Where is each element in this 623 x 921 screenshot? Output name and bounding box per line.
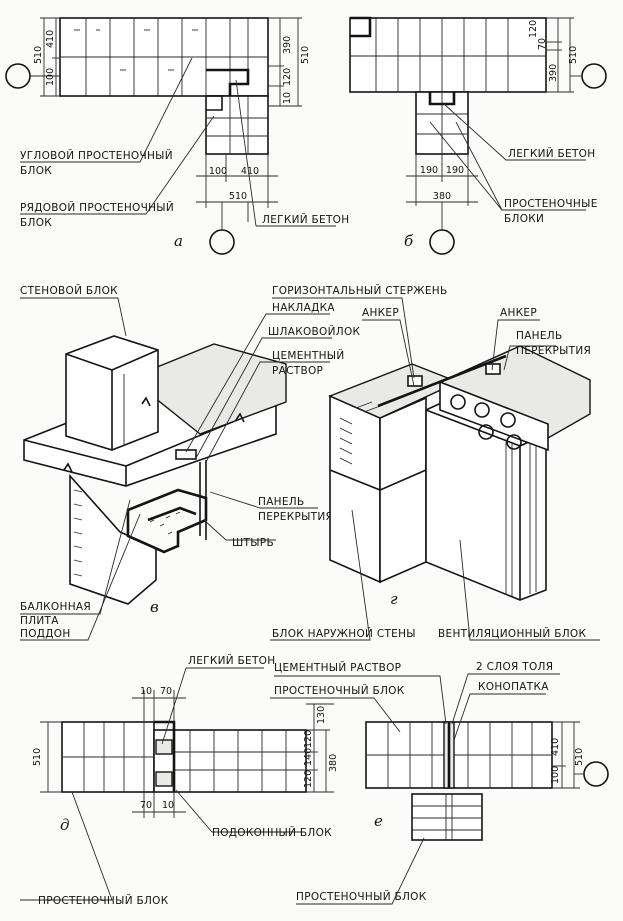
a-label-corner-block-2: БЛОК [20, 165, 52, 177]
e-label-wall-block-top: ПРОСТЕНОЧНЫЙ БЛОК [274, 684, 405, 697]
a-dim-left-410: 410 [45, 30, 56, 48]
b-wall-horizontal [349, 17, 547, 93]
v-fragment-letter: в [150, 598, 159, 616]
a-axis-bubble-bottom [209, 229, 235, 255]
g-outer-wall-block [329, 394, 381, 584]
g-label-floor-panel-1: ПАНЕЛЬ [516, 330, 563, 342]
e-dim-100: 100 [550, 766, 561, 784]
b-dim-70: 70 [537, 38, 548, 50]
a-dim-left-100: 100 [45, 68, 56, 86]
a-fragment-letter: а [174, 232, 183, 250]
v-label-balcony-2: ПЛИТА [20, 615, 59, 627]
a-dim-left-total: 510 [33, 46, 44, 64]
a-dim-right-total: 510 [300, 46, 311, 64]
b-axis-bubble-bottom [429, 229, 455, 255]
a-dim-bottom-410: 410 [241, 166, 259, 177]
a-dim-bottom-total: 510 [229, 191, 247, 202]
v-label-overlay: НАКЛАДКА [272, 302, 335, 314]
b-dim-380: 380 [433, 191, 451, 202]
g-label-vent-block: ВЕНТИЛЯЦИОННЫЙ БЛОК [438, 627, 586, 640]
fragment-g: ГОРИЗОНТАЛЬНЫЙ СТЕРЖЕНЬ АНКЕР АНКЕР ПАНЕ… [270, 284, 600, 641]
a-dim-right-120: 120 [282, 68, 293, 86]
a-label-corner-block-1: УГЛОВОЙ ПРОСТЕНОЧНЫЙ [20, 149, 173, 162]
b-dim-120: 120 [528, 20, 539, 38]
a-label-row-block-2: БЛОК [20, 217, 52, 229]
d-dim-70-top: 70 [160, 686, 172, 697]
e-pier [411, 793, 483, 841]
fragment-v: СТЕНОВОЙ БЛОК НАКЛАДКА ШЛАКОВОЙЛОК ЦЕМЕН… [20, 284, 361, 641]
b-fragment-letter: б [404, 232, 414, 250]
fragment-b: 120 70 390 510 190 190 380 ЛЕГКИЙ БЕТОН … [349, 16, 607, 255]
b-dim-190-right: 190 [446, 165, 464, 176]
d-sill-block [153, 729, 307, 793]
fragment-d: 10 70 510 130 120 140 120 380 70 10 ЛЕГК… [20, 654, 339, 907]
d-dim-70-bottom: 70 [140, 800, 152, 811]
d-label-sill-block: ПОДОКОННЫЙ БЛОК [212, 826, 332, 839]
e-dim-510: 510 [574, 748, 585, 766]
b-label-wall-blocks-1: ПРОСТЕНОЧНЫЕ [504, 198, 598, 210]
d-dim-10-top: 10 [140, 686, 152, 697]
fragment-e: 410 100 510 ЦЕМЕНТНЫЙ РАСТВОР 2 СЛОЯ ТОЛ… [270, 661, 609, 905]
v-label-slag-wool: ШЛАКОВОЙЛОК [268, 325, 361, 338]
e-dim-410: 410 [550, 738, 561, 756]
d-dim-380: 380 [328, 754, 339, 772]
a-axis-bubble-left [5, 63, 31, 89]
v-label-wall-block: СТЕНОВОЙ БЛОК [20, 284, 118, 297]
v-label-pin: ШТЫРЬ [232, 537, 274, 549]
d-dim-510: 510 [32, 748, 43, 766]
e-label-wall-block-bottom: ПРОСТЕНОЧНЫЙ БЛОК [296, 890, 427, 903]
d-dim-120-a: 120 [303, 730, 314, 748]
g-label-anchor-right: АНКЕР [500, 307, 537, 319]
b-label-wall-blocks-2: БЛОКИ [504, 213, 544, 225]
b-label-light-concrete: ЛЕГКИЙ БЕТОН [508, 147, 595, 160]
g-fragment-letter: г [390, 590, 398, 608]
v-label-tray: ПОДДОН [20, 628, 71, 640]
fragment-a: 510 410 100 390 510 120 10 100 410 510 У… [5, 17, 349, 255]
d-dim-10-bottom: 10 [162, 800, 174, 811]
d-label-light-concrete: ЛЕГКИЙ БЕТОН [188, 654, 275, 667]
a-dim-right-10: 10 [282, 92, 293, 104]
b-axis-bubble-right [581, 63, 607, 89]
a-dim-bottom-100: 100 [209, 166, 227, 177]
g-label-anchor-left: АНКЕР [362, 307, 399, 319]
e-axis-bubble [583, 761, 609, 787]
b-dim-190-left: 190 [420, 165, 438, 176]
d-label-wall-block: ПРОСТЕНОЧНЫЙ БЛОК [38, 894, 169, 907]
v-floor-panel [128, 343, 287, 435]
d-dim-130: 130 [316, 706, 327, 724]
v-label-floor-panel-2: ПЕРЕКРЫТИЯ [258, 511, 333, 523]
e-label-cement-mortar: ЦЕМЕНТНЫЙ РАСТВОР [274, 661, 401, 674]
d-dim-120-b: 120 [303, 770, 314, 788]
e-label-caulking: КОНОПАТКА [478, 681, 549, 693]
g-label-outer-wall-block: БЛОК НАРУЖНОЙ СТЕНЫ [272, 627, 416, 640]
d-dim-140: 140 [303, 748, 314, 766]
v-label-cement-2: РАСТВОР [272, 365, 323, 377]
v-label-balcony-1: БАЛКОННАЯ [20, 601, 91, 613]
a-dim-right-390: 390 [282, 36, 293, 54]
a-label-light-concrete: ЛЕГКИЙ БЕТОН [262, 213, 349, 226]
g-label-horizontal-rod: ГОРИЗОНТАЛЬНЫЙ СТЕРЖЕНЬ [272, 284, 447, 297]
a-wall-vertical [205, 95, 269, 155]
b-dim-390: 390 [548, 64, 559, 82]
d-fragment-letter: д [60, 816, 70, 834]
v-label-floor-panel-1: ПАНЕЛЬ [258, 496, 305, 508]
e-label-two-layers: 2 СЛОЯ ТОЛЯ [476, 661, 553, 673]
e-fragment-letter: е [374, 812, 383, 830]
g-label-floor-panel-2: ПЕРЕКРЫТИЯ [516, 345, 591, 357]
a-label-row-block-1: РЯДОВОЙ ПРОСТЕНОЧНЫЙ [20, 201, 174, 214]
v-lower-block [69, 473, 157, 605]
v-label-cement-1: ЦЕМЕНТНЫЙ [272, 349, 345, 362]
b-dim-510: 510 [568, 46, 579, 64]
